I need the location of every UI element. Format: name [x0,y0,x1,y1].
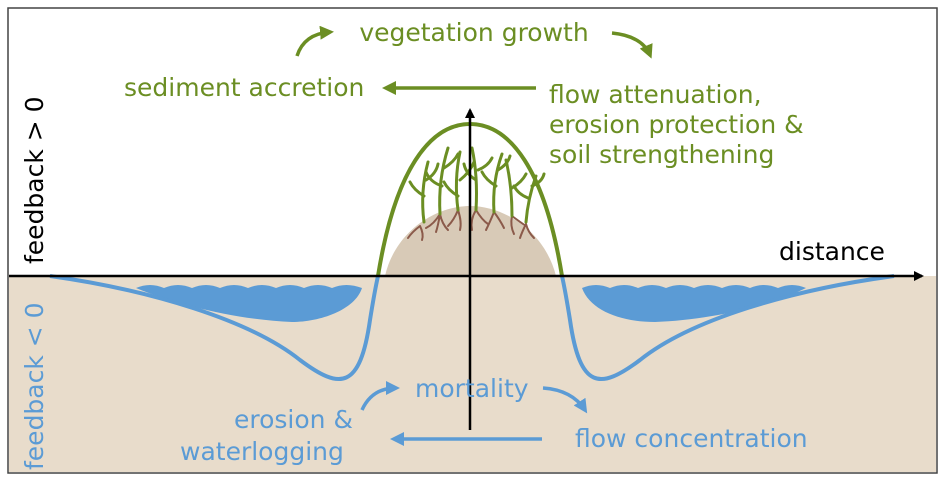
flow-attenuation-line3: soil strengthening [549,140,774,169]
erosion-label-line2: waterlogging [180,437,344,466]
flow-attenuation-line2: erosion protection & [549,110,804,139]
vegetation-growth-label: vegetation growth [359,18,588,47]
mortality-arrow-left [360,381,400,411]
negative-feedback-curve [49,274,895,381]
flow-attenuation-line1: flow attenuation, [549,80,762,109]
water-pool-right [582,285,806,322]
feedback-positive-label: feedback > 0 [20,96,49,264]
growth-arrow-left [295,25,334,57]
growth-arrow-right [611,31,653,59]
flow-concentration-label: flow concentration [575,424,808,453]
erosion-label-line1: erosion & [234,405,353,434]
feedback-negative-label: feedback < 0 [20,302,49,470]
mortality-arrow-right [542,386,588,414]
water-pool-left [136,285,362,322]
mortality-label: mortality [415,374,529,403]
sediment-accretion-label: sediment accretion [124,73,364,102]
vegetation-icon [408,146,546,224]
roots-icon [407,209,535,241]
distance-label: distance [779,237,885,266]
